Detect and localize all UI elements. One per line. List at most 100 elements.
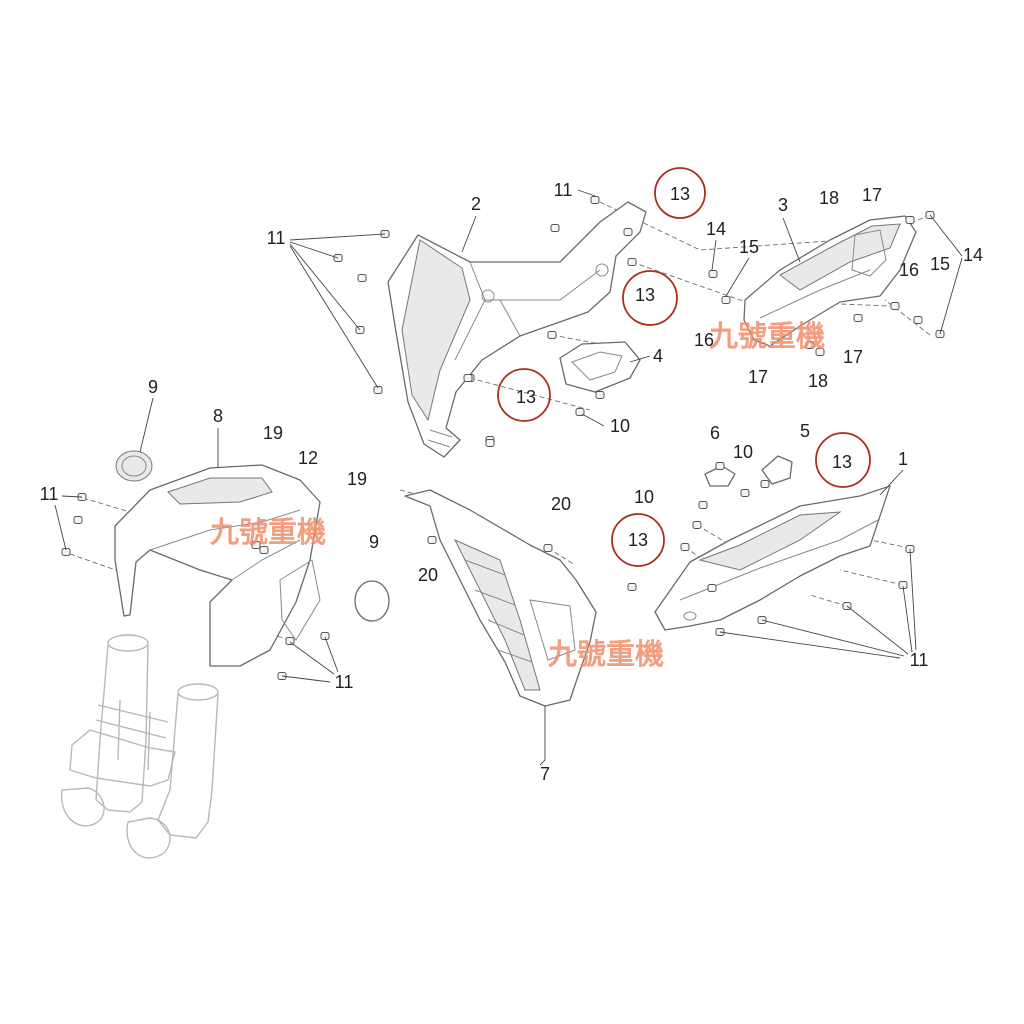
callout-circle: [815, 432, 871, 488]
fastener: [623, 228, 633, 236]
panel-grille: [453, 538, 541, 691]
fastener: [815, 348, 825, 356]
part-label: 16: [694, 330, 714, 350]
panel-crease: [454, 261, 601, 361]
bracket-outline: [559, 341, 641, 393]
panel-grille-lines: [464, 559, 533, 663]
part-label: 19: [347, 469, 367, 489]
part-label: 14: [963, 245, 983, 265]
panel-upper-face: [698, 511, 842, 571]
callout-label: 13: [628, 530, 648, 550]
part-2-upper-left-panel: [387, 201, 647, 458]
fastener: [721, 296, 731, 304]
fastener: [853, 314, 863, 322]
leader-line: [839, 569, 904, 586]
fastener: [73, 516, 83, 524]
panel-crease: [679, 519, 879, 601]
panel-mount-hole: [481, 289, 495, 303]
pointer-line: [719, 548, 917, 659]
fastener: [485, 439, 495, 447]
fastener: [590, 196, 600, 204]
part-label: 10: [733, 442, 753, 462]
fastener: [543, 544, 553, 552]
pointer-line: [539, 759, 546, 766]
fork-lower-clamp: [69, 729, 176, 787]
part-label: 2: [471, 194, 481, 214]
callout-circle: [497, 368, 551, 422]
fastener: [680, 543, 690, 551]
part-label: 17: [862, 185, 882, 205]
fork-tube-top-right: [177, 683, 219, 701]
part-label: 7: [540, 764, 550, 784]
panel-crease: [759, 269, 871, 319]
fastener: [627, 583, 637, 591]
part-label: 10: [610, 416, 630, 436]
part-label: 11: [910, 650, 929, 670]
fastener: [320, 632, 330, 640]
part-label: 15: [739, 237, 759, 257]
fastener: [692, 521, 702, 529]
bracket-fold: [571, 351, 623, 381]
part-label: 11: [554, 180, 573, 200]
part-label: 3: [778, 195, 788, 215]
panel-bracket: [851, 229, 887, 277]
pointer-line: [629, 355, 651, 363]
fastener: [259, 546, 269, 554]
part-label: 4: [653, 346, 663, 366]
leader-line: [809, 594, 848, 607]
pointer-line: [929, 214, 963, 335]
fastener: [913, 316, 923, 324]
leader-line: [547, 547, 576, 566]
watermark-text: 九號重機: [210, 515, 326, 549]
pointer-line: [54, 495, 83, 551]
watermarks: 九號重機 九號重機 九號重機: [210, 319, 825, 671]
part-9-cap-right: [354, 580, 390, 622]
part-label: 15: [930, 254, 950, 274]
panel-inner-face: [401, 239, 471, 422]
fastener: [463, 374, 473, 382]
leader-line: [82, 497, 131, 513]
part-9-cap-left-ring: [121, 455, 147, 477]
fork-axle-right: [126, 817, 171, 859]
part-8-front-fender: [114, 464, 321, 667]
fastener: [357, 274, 367, 282]
pointer-line: [782, 217, 801, 263]
part-label: 14: [706, 219, 726, 239]
callout-circle: [611, 513, 665, 567]
part-label: 18: [819, 188, 839, 208]
part-9-cap-left: [115, 450, 153, 482]
panel-mount-hole: [683, 611, 697, 621]
fastener: [890, 302, 900, 310]
pointer-line: [577, 189, 596, 197]
fastener: [575, 408, 585, 416]
fender-top-vent: [167, 477, 273, 505]
part-label: 5: [800, 421, 810, 441]
callout-circle: [654, 167, 706, 219]
pointer-line: [289, 233, 386, 389]
part-label: 1: [898, 449, 908, 469]
panel-side-tab: [529, 599, 576, 661]
panel-outline: [654, 485, 891, 631]
pointer-line: [879, 469, 904, 496]
fork-bridge: [95, 699, 169, 771]
pointer-line: [461, 215, 477, 253]
pointer-line: [725, 257, 750, 297]
fastener: [707, 584, 717, 592]
leader-line: [631, 261, 891, 307]
fork-tube-top-left: [107, 634, 149, 652]
pointer-line: [139, 397, 154, 453]
part-3-upper-right-panel: [743, 215, 917, 347]
fender-outline: [114, 464, 321, 667]
leader-line: [884, 299, 931, 336]
part-label: 9: [148, 377, 158, 397]
callout-label: 13: [516, 387, 536, 407]
leader-line: [869, 539, 911, 549]
part-label: 11: [335, 672, 354, 692]
fastener: [715, 462, 725, 470]
circled-callouts: 13 13 13 13 13: [497, 167, 871, 567]
fastener: [547, 331, 557, 339]
fastener: [285, 637, 295, 645]
fastener: [905, 216, 915, 224]
part-label: 17: [843, 347, 863, 367]
fastener: [627, 258, 637, 266]
